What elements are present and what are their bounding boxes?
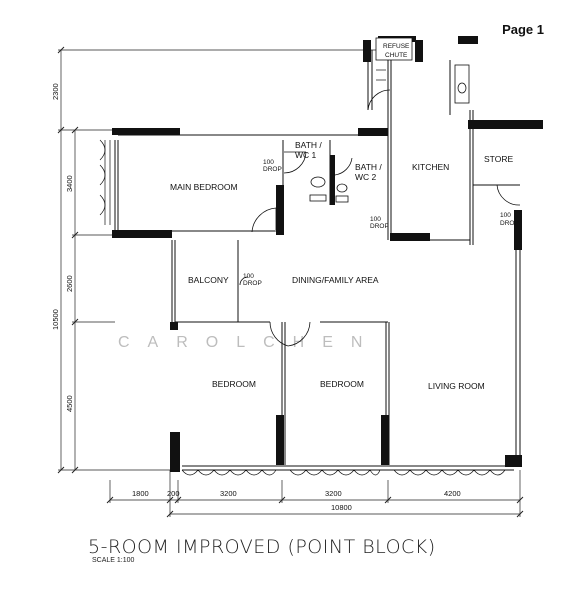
room-bath2-a: BATH / bbox=[355, 162, 382, 172]
dim-4200: 4200 bbox=[444, 489, 461, 498]
dimension-lines bbox=[58, 49, 521, 517]
doors bbox=[239, 89, 521, 347]
drop-2-value: 100 bbox=[370, 216, 381, 223]
room-dining: DINING/FAMILY AREA bbox=[292, 275, 379, 285]
dim-10500: 10500 bbox=[51, 309, 60, 330]
plan-scale: SCALE 1:100 bbox=[92, 557, 135, 564]
drop-4-label: DROP bbox=[500, 220, 519, 227]
room-kitchen: KITCHEN bbox=[412, 162, 449, 172]
thin-walls bbox=[114, 50, 521, 471]
dim-10800: 10800 bbox=[331, 503, 352, 512]
dim-3400: 3400 bbox=[65, 175, 74, 192]
dim-3200-a: 3200 bbox=[220, 489, 237, 498]
room-bath1-b: WC 1 bbox=[295, 150, 317, 160]
room-main-bedroom: MAIN BEDROOM bbox=[170, 182, 238, 192]
dim-1800: 1800 bbox=[132, 489, 149, 498]
dim-2600: 2600 bbox=[65, 275, 74, 292]
drop-3-label: DROP bbox=[243, 280, 262, 287]
dim-200: 200 bbox=[167, 489, 180, 498]
drop-2-label: DROP bbox=[370, 223, 389, 230]
dim-2300: 2300 bbox=[51, 83, 60, 100]
room-bath1-a: BATH / bbox=[295, 140, 322, 150]
drop-4-value: 100 bbox=[500, 212, 511, 219]
drop-3-value: 100 bbox=[243, 273, 254, 280]
thick-walls bbox=[112, 36, 543, 472]
dim-3200-b: 3200 bbox=[325, 489, 342, 498]
room-bath2-b: WC 2 bbox=[355, 172, 377, 182]
refuse-chute-b: CHUTE bbox=[385, 52, 408, 59]
page-number: Page 1 bbox=[502, 22, 544, 37]
plan-title: 5-ROOM IMPROVED (POINT BLOCK) bbox=[88, 536, 436, 558]
windows bbox=[99, 69, 506, 476]
dim-4500: 4500 bbox=[65, 395, 74, 412]
watermark: CAROLCHEN bbox=[118, 334, 380, 351]
room-living: LIVING ROOM bbox=[428, 381, 485, 391]
fixtures bbox=[309, 37, 470, 203]
room-store: STORE bbox=[484, 154, 513, 164]
room-balcony: BALCONY bbox=[188, 275, 229, 285]
refuse-chute-a: REFUSE bbox=[383, 43, 410, 50]
drop-1-value: 100 bbox=[263, 159, 274, 166]
room-bedroom-2: BEDROOM bbox=[320, 379, 364, 389]
dimension-ticks bbox=[57, 46, 524, 518]
drop-1-label: DROP bbox=[263, 166, 282, 173]
room-bedroom-1: BEDROOM bbox=[212, 379, 256, 389]
